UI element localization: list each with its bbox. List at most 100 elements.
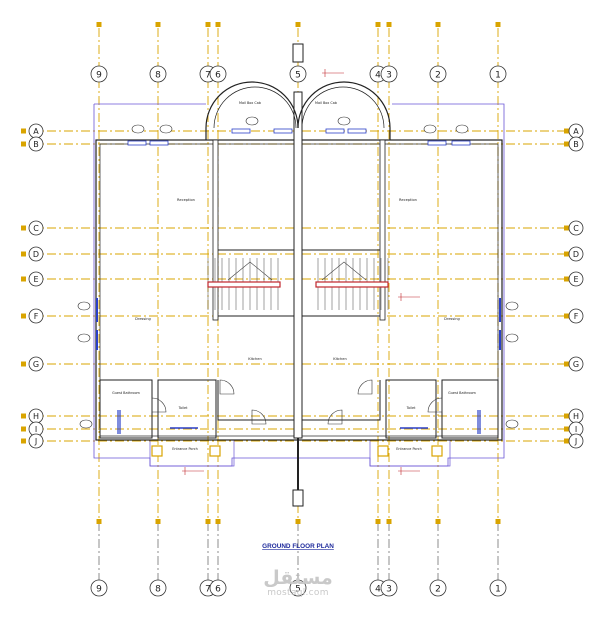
- chimney-top: [292, 43, 304, 63]
- grid-bubble-col: [90, 579, 108, 597]
- grid-bubble-label: H: [573, 412, 579, 421]
- window: [231, 128, 251, 134]
- grid-bubble-label: E: [33, 275, 38, 284]
- grid-marker-top-3: [386, 22, 392, 27]
- room-label-kitchen-right: Kitchen: [333, 357, 347, 361]
- grid-bubble-label: C: [33, 224, 39, 233]
- grid-marker-bottom-2: [435, 519, 441, 524]
- grid-marker-top-6: [215, 22, 221, 27]
- column-post: [431, 445, 443, 457]
- grid-marker-left-I: [21, 426, 26, 432]
- grid-bubble-row: [28, 308, 44, 324]
- tag-marker: [79, 419, 93, 429]
- door-swing: [327, 409, 343, 425]
- arc-bay-left-inner: [213, 86, 297, 129]
- grid-bubble-label: G: [33, 360, 39, 369]
- grid-bubble-label: 5: [295, 585, 301, 595]
- door-swing: [151, 397, 167, 413]
- wall-toilet-left: [157, 379, 217, 439]
- grid-marker-right-C: [564, 225, 569, 231]
- room-label-reception-right: Reception: [399, 198, 417, 202]
- grid-bubble-label: 8: [155, 71, 161, 81]
- stair-arrow: [227, 261, 273, 281]
- grid-marker-right-F: [564, 313, 569, 319]
- grid-marker-left-H: [21, 413, 26, 419]
- grid-bubble-row: [568, 308, 584, 324]
- grid-bubble-label: B: [33, 140, 39, 149]
- window: [149, 140, 169, 146]
- room-label-guest-left: Guest Bathroom: [112, 391, 140, 395]
- grid-bubble-label: 4: [375, 585, 381, 595]
- grid-marker-left-A: [21, 128, 26, 134]
- room-label-dressing-left: Dressing: [135, 317, 151, 321]
- chimney-bottom: [292, 489, 304, 507]
- grid-bubble-label: J: [34, 437, 37, 446]
- grid-marker-bottom-6: [215, 519, 221, 524]
- tag-marker: [245, 116, 259, 126]
- grid-marker-top-1: [495, 22, 501, 27]
- arc-bay-right: [297, 81, 391, 129]
- grid-bubble-label: F: [574, 312, 579, 321]
- grid-marker-right-A: [564, 128, 569, 134]
- grid-marker-bottom-7: [205, 519, 211, 524]
- grid-marker-right-I: [564, 426, 569, 432]
- grid-bubble-col: [489, 65, 507, 83]
- tag-marker: [505, 333, 519, 343]
- grid-bubble-label: 2: [435, 71, 441, 81]
- stair-handrail: [315, 281, 389, 288]
- grid-marker-right-J: [564, 438, 569, 444]
- grid-bubble-label: J: [574, 437, 577, 446]
- arc-bay-right-inner: [301, 86, 385, 129]
- wall-right-reception: [379, 139, 386, 321]
- grid-bubble-label: 6: [215, 585, 221, 595]
- grid-bubble-col: [209, 579, 227, 597]
- grid-bubble-label: E: [573, 275, 578, 284]
- window-guest-left: [117, 410, 121, 434]
- door-swing: [219, 379, 235, 395]
- room-label-kitchen-left: Kitchen: [248, 357, 262, 361]
- grid-bubble-label: 3: [386, 585, 392, 595]
- grid-bubble-label: 1: [495, 71, 501, 81]
- grid-bubble-row: [28, 356, 44, 372]
- grid-bubble-col: [429, 65, 447, 83]
- room-labels: Mail Box Cab Mail Box Cab Reception Rece…: [112, 101, 476, 451]
- grid-marker-right-B: [564, 141, 569, 147]
- grid-bubble-col: [289, 579, 307, 597]
- room-label-mailbox-right: Mail Box Cab: [315, 101, 337, 105]
- grid-marker-top-4: [375, 22, 381, 27]
- grid-marker-top-8: [155, 22, 161, 27]
- watermark-latin: mostaql.com: [267, 588, 329, 598]
- grid-bubble-label: 5: [295, 71, 301, 81]
- window: [451, 140, 471, 146]
- tag-marker: [131, 124, 145, 134]
- grid-bubble-row: [568, 246, 584, 262]
- grid-marker-top-7: [205, 22, 211, 27]
- grid-bubble-col: [209, 65, 227, 83]
- grid-bubble-label: I: [575, 425, 577, 434]
- grid-marker-left-G: [21, 361, 26, 367]
- grid-bubble-label: D: [33, 250, 39, 259]
- grid-bubble-col: [429, 579, 447, 597]
- tag-marker: [337, 116, 351, 126]
- column-post: [209, 445, 221, 457]
- grid-bubble-col: [90, 65, 108, 83]
- wall-left-reception: [212, 139, 219, 321]
- grid-bubble-col: [489, 579, 507, 597]
- door-swing: [251, 409, 267, 425]
- walls: [95, 43, 503, 507]
- grid-bubble-row: [28, 271, 44, 287]
- grid-bubble-label: 4: [375, 71, 381, 81]
- grid-bubble-label: 6: [215, 71, 221, 81]
- stair-handrail: [207, 281, 281, 288]
- grid-marker-top-9: [96, 22, 102, 27]
- tag-marker: [423, 124, 437, 134]
- boundary-porch-left: [149, 439, 235, 467]
- grid-bubble-row: [28, 246, 44, 262]
- room-label-toilet-left: Toilet: [178, 406, 189, 410]
- door-swing: [357, 379, 373, 395]
- grid-bubble-label: 1: [495, 585, 501, 595]
- grid-bubble-label: 7: [205, 71, 211, 81]
- grid-bubble-label: H: [33, 412, 39, 421]
- grid-bubble-label: 2: [435, 585, 441, 595]
- grid-bubble-col: [289, 65, 307, 83]
